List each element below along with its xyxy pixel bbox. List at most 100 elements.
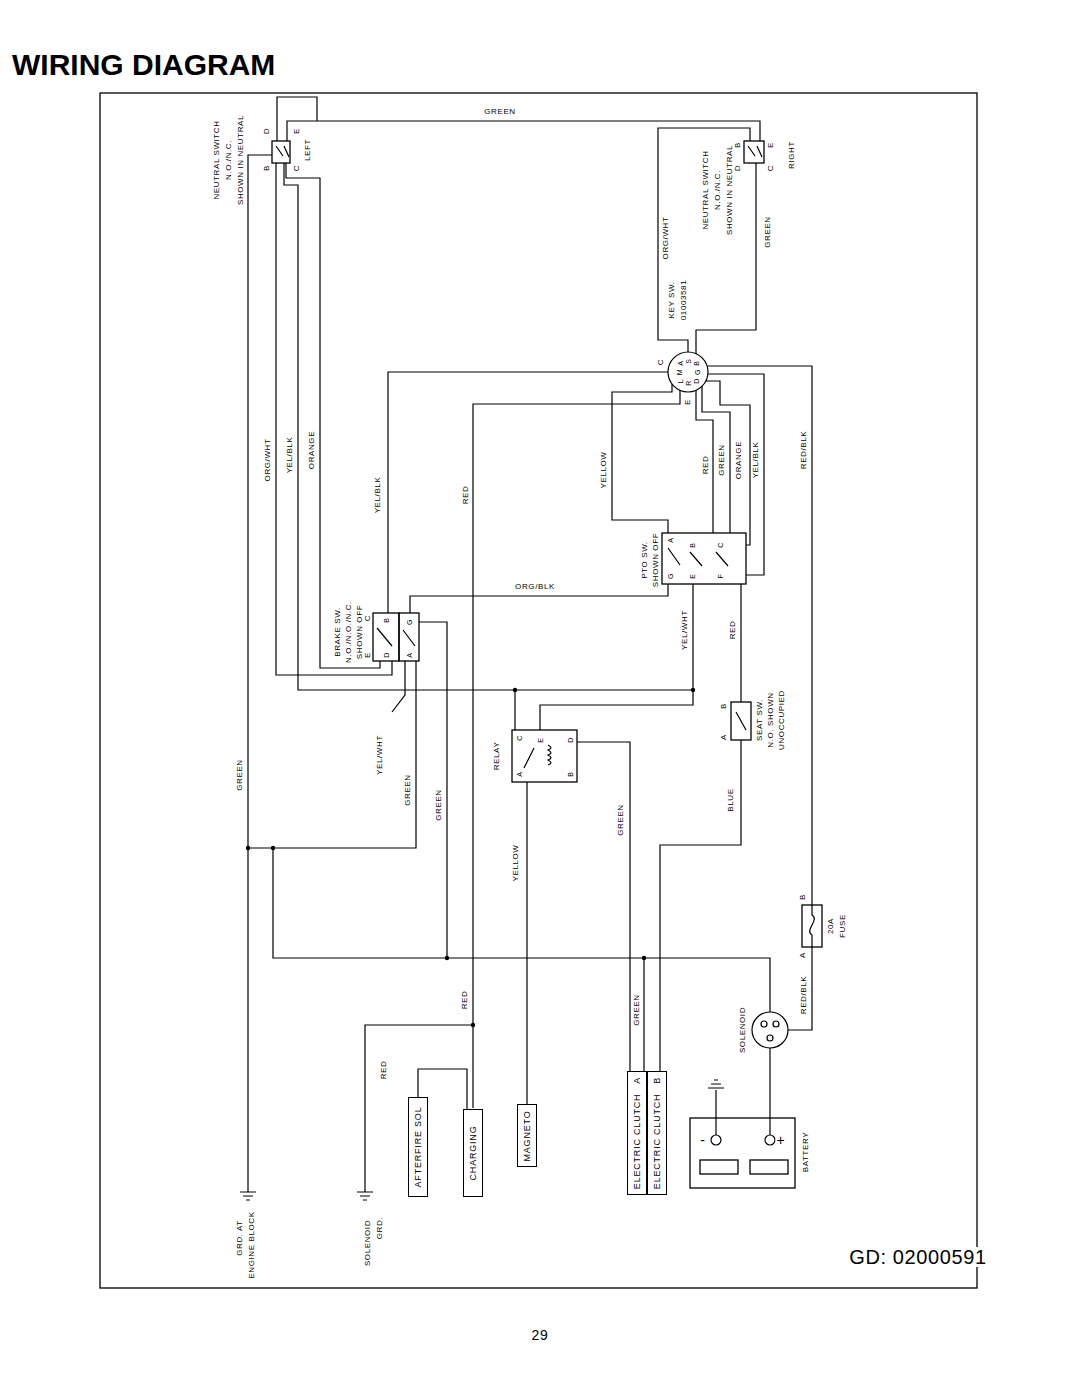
wire-color: GREEN xyxy=(633,993,641,1026)
battery-symbol xyxy=(765,1135,775,1145)
component-name: CHARGING xyxy=(469,1126,478,1181)
terminal-letter: E xyxy=(293,127,301,135)
battery-symbol xyxy=(690,1118,795,1188)
switch-symbol xyxy=(377,628,415,646)
switch-symbol xyxy=(512,730,577,782)
terminal-letter: L xyxy=(677,378,684,385)
wire xyxy=(365,1025,473,1192)
wire xyxy=(658,128,750,352)
component-label: RIGHT xyxy=(788,140,796,170)
terminal-letter: D xyxy=(263,127,271,135)
component-label: UNOCCUPIED xyxy=(778,689,786,751)
component-label: N.O./N.O./N.C. xyxy=(345,600,353,664)
switch-symbol xyxy=(668,548,728,566)
switch-symbol xyxy=(272,141,290,163)
battery-symbol xyxy=(711,1135,721,1145)
ground-label: GRD. xyxy=(376,1216,384,1240)
wire-color: BLUE xyxy=(727,787,735,812)
wire-color: RED/BLK xyxy=(800,975,808,1015)
wire xyxy=(286,163,380,668)
ground-label: SOLENOID xyxy=(364,1219,372,1267)
switch-symbol xyxy=(373,613,399,661)
component-label: BATTERY xyxy=(802,1131,810,1173)
terminal-letter: B xyxy=(693,359,700,366)
wire-color: GREEN xyxy=(236,758,244,791)
terminal-letter: B xyxy=(689,541,696,548)
switch-symbol xyxy=(524,745,551,768)
terminal-letter: A xyxy=(516,770,523,777)
ground-symbol xyxy=(240,1192,256,1200)
wire-color: ORG/BLK xyxy=(514,583,556,591)
terminal-letter: B xyxy=(653,1077,662,1084)
wire xyxy=(248,155,272,1192)
component-label: BRAKE SW. xyxy=(334,606,342,657)
wire xyxy=(540,584,693,730)
wire xyxy=(248,661,416,848)
wire xyxy=(471,1023,475,1027)
component-box: ELECTRIC CLUTCH B xyxy=(647,1071,667,1195)
component-label: N.O. SHOWN xyxy=(767,691,775,748)
component-box: CHARGING xyxy=(463,1109,483,1197)
wire xyxy=(287,121,760,141)
component-label: N.O./N.C. xyxy=(714,169,722,211)
frame-border xyxy=(100,93,977,1288)
component-label: SHOWN OFF xyxy=(652,532,660,588)
component-name: ELECTRIC CLUTCH xyxy=(653,1094,662,1190)
wire xyxy=(660,740,741,1072)
solenoid-symbol xyxy=(752,1012,788,1048)
terminal-letter: C xyxy=(293,164,301,172)
terminal-letter: D xyxy=(693,377,700,385)
ground-symbol xyxy=(357,1192,373,1200)
component-label: SHOWN IN NEUTRAL xyxy=(726,144,734,236)
terminal-letter: M xyxy=(676,368,683,376)
component-label: SOLENOID xyxy=(739,1006,747,1054)
switch-symbol xyxy=(662,533,746,584)
wire-color: GREEN xyxy=(617,803,625,836)
component-text: MAGNETO xyxy=(523,1110,532,1161)
battery-symbol xyxy=(690,1118,795,1188)
terminal-letter: B xyxy=(263,164,271,172)
wire xyxy=(577,742,630,1072)
wire-color: RED xyxy=(729,620,737,641)
wire-color: GREEN xyxy=(483,108,516,116)
wire-color: RED xyxy=(461,990,469,1011)
terminal-letter: + xyxy=(776,1133,787,1147)
terminal-letter: C xyxy=(767,164,775,172)
component-text: CHARGING xyxy=(469,1126,478,1181)
wire xyxy=(277,97,317,141)
wire xyxy=(691,688,695,692)
terminal-letter: E xyxy=(364,651,372,659)
terminal-letter: B xyxy=(567,770,574,777)
component-label: N.O./N.C. xyxy=(225,139,233,181)
terminal-letter: S xyxy=(685,357,692,364)
wire-color: RED xyxy=(702,455,710,476)
wire xyxy=(642,956,646,960)
wire-color: GREEN xyxy=(435,788,443,821)
wire-color: ORG/WHT xyxy=(264,438,272,483)
solenoid-symbol xyxy=(761,1021,767,1027)
terminal-letter: A xyxy=(677,359,684,366)
wire xyxy=(707,366,812,905)
component-name: ELECTRIC CLUTCH xyxy=(633,1094,642,1190)
terminal-letter: B xyxy=(383,616,390,623)
wire xyxy=(788,947,812,1030)
wire xyxy=(612,384,672,533)
switch-symbol xyxy=(731,702,751,740)
wire-color: ORG/WHT xyxy=(662,216,670,261)
battery-symbol xyxy=(750,1160,788,1174)
wire xyxy=(419,622,447,958)
wire-color: YELLOW xyxy=(512,844,520,883)
wire xyxy=(715,1090,716,1135)
wire xyxy=(706,381,750,545)
switch-symbol xyxy=(736,712,746,730)
wire xyxy=(246,846,250,850)
terminal-letter: G xyxy=(667,572,674,580)
terminal-letter: A xyxy=(720,733,728,741)
ground-label: GRD. AT xyxy=(236,1219,244,1257)
fuse-symbol xyxy=(802,905,822,947)
component-label: RELAY xyxy=(493,741,501,772)
terminal-letter: A xyxy=(799,951,807,959)
component-label: SHOWN IN NEUTRAL xyxy=(237,114,245,206)
wire xyxy=(271,846,275,850)
